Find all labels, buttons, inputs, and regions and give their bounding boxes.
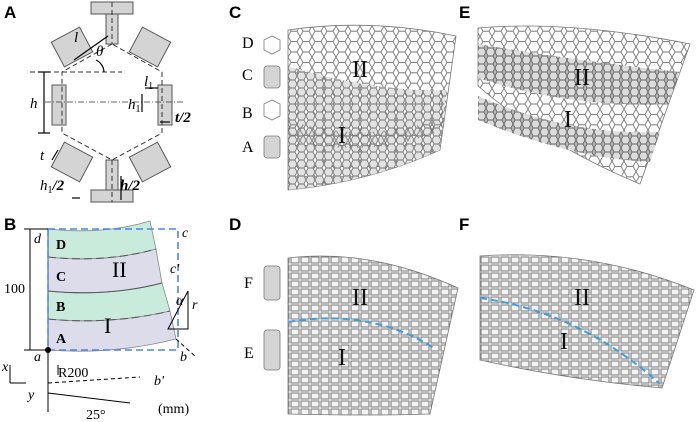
- region-ii-d: II: [352, 285, 368, 311]
- label-alpha: α: [176, 294, 184, 309]
- param-l1: l1: [144, 74, 153, 92]
- label-c: c: [182, 226, 189, 241]
- panel-label-b: B: [4, 215, 17, 234]
- region-ii-f: II: [574, 285, 590, 311]
- param-h1-half: h1/2: [40, 178, 65, 196]
- unit-cell-schematic: l θ l1 h h1 t/2 t h1/2 h/2: [30, 1, 191, 203]
- param-t-half: t/2: [175, 110, 191, 126]
- panel-label-f: F: [459, 215, 470, 234]
- cell-type-a: A: [242, 139, 254, 156]
- label-a: a: [34, 350, 41, 365]
- region-i-c: I: [338, 123, 346, 149]
- cell-type-d: D: [242, 35, 254, 52]
- region-ii-label: II: [112, 257, 127, 282]
- region-ii-c: II: [352, 57, 368, 83]
- cell-type-c: C: [242, 67, 253, 84]
- region-i-label: I: [104, 313, 111, 338]
- panel-label-d: D: [229, 215, 242, 234]
- label-height: 100: [4, 282, 25, 297]
- param-l: l: [74, 30, 78, 46]
- label-radius: R200: [58, 366, 88, 381]
- cell-type-b: B: [242, 105, 253, 122]
- panel-label-c: C: [229, 3, 242, 22]
- panel-label-a: A: [4, 3, 17, 22]
- label-b-prime: b': [154, 374, 165, 389]
- axis-x: x: [1, 360, 9, 375]
- label-unit: (mm): [158, 402, 189, 417]
- layer-b: B: [56, 300, 65, 315]
- region-ii-e: II: [574, 65, 590, 91]
- axis-y: y: [26, 388, 35, 403]
- param-h1: h1: [128, 97, 141, 115]
- param-t: t: [40, 148, 45, 164]
- label-r: r: [192, 298, 198, 313]
- cell-type-e: E: [244, 345, 254, 362]
- param-h-half: h/2: [120, 178, 141, 194]
- param-h: h: [30, 96, 38, 112]
- region-i-e: I: [564, 107, 572, 133]
- label-b: b: [180, 350, 187, 365]
- layer-d: D: [56, 238, 66, 253]
- reference-square: [47, 228, 179, 351]
- layer-a: A: [56, 332, 67, 347]
- label-d: d: [34, 232, 42, 247]
- specimen-layout: d c c' a b b' 100 R200 25° (mm) r α x y …: [1, 220, 198, 422]
- region-i-f: I: [560, 329, 568, 355]
- region-i-d: I: [338, 345, 346, 371]
- layer-c: C: [56, 270, 66, 285]
- param-theta: θ: [96, 44, 104, 60]
- label-c-prime: c': [170, 262, 180, 277]
- panel-label-e: E: [459, 3, 471, 22]
- cell-type-f: F: [244, 275, 253, 292]
- label-angle: 25°: [86, 408, 106, 422]
